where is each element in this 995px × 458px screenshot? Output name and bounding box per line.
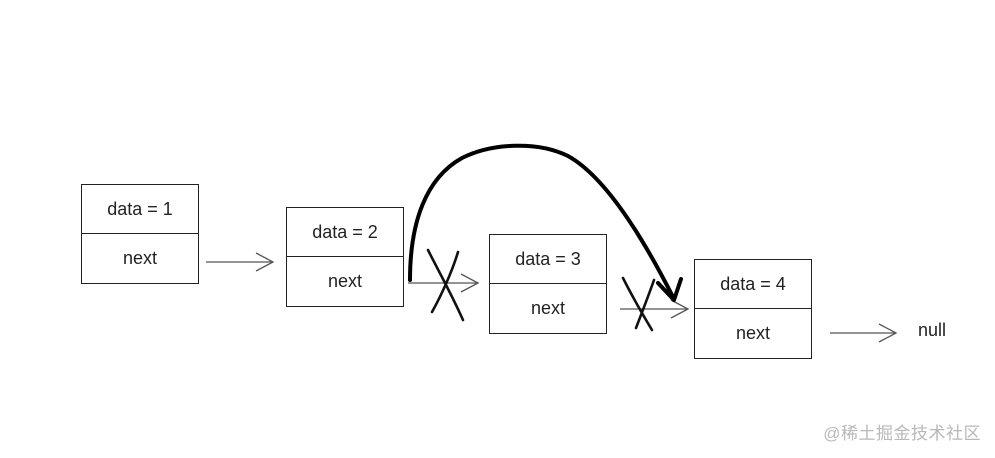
arrow-3-to-4 xyxy=(620,299,690,319)
node-2-data: data = 2 xyxy=(287,208,403,257)
node-3-data: data = 3 xyxy=(490,235,606,284)
list-node-3: data = 3 next xyxy=(489,234,607,334)
node-1-next: next xyxy=(122,248,158,268)
arrow-1-to-2 xyxy=(206,252,275,272)
arrow-4-to-null xyxy=(830,323,898,343)
node-2-next: next xyxy=(327,271,363,291)
node-3-next: next xyxy=(530,298,566,318)
cross-mark-1 xyxy=(426,248,465,322)
list-node-4: data = 4 next xyxy=(694,259,812,359)
null-terminal: null xyxy=(918,320,947,340)
rewired-pointer-arrow xyxy=(408,143,683,302)
watermark: @稀土掘金技术社区 xyxy=(823,424,981,443)
cross-mark-2 xyxy=(621,276,656,332)
node-1-data: data = 1 xyxy=(82,185,198,234)
list-node-1: data = 1 next xyxy=(81,184,199,284)
node-4-next: next xyxy=(735,323,771,343)
list-node-2: data = 2 next xyxy=(286,207,404,307)
arrow-2-to-3 xyxy=(408,273,480,293)
node-4-data: data = 4 xyxy=(695,260,811,309)
